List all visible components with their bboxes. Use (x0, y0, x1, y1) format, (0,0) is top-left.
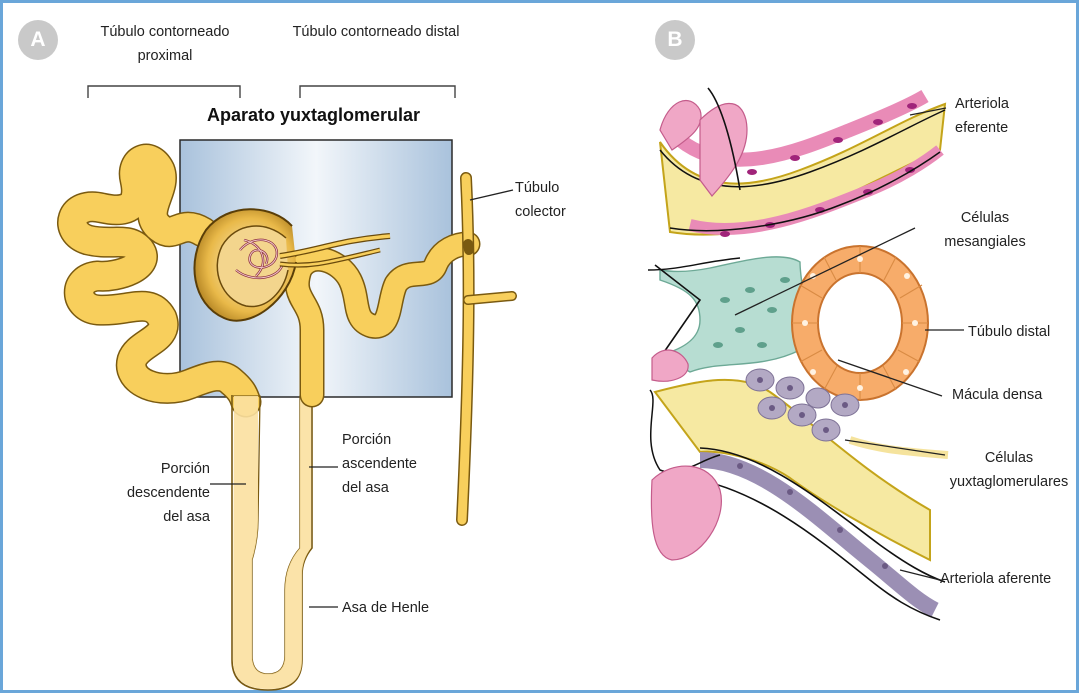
label-macula-densa: Mácula densa (952, 383, 1042, 407)
proximal-bracket (88, 86, 240, 98)
label-efferent-arteriole: Arteriola eferente (955, 92, 1035, 140)
label-collecting-tubule: Túbulo colector (515, 176, 585, 224)
distal-tubule-ring (792, 246, 928, 400)
collecting-duct (462, 178, 512, 520)
label-jg-cells: Células yuxtaglomerulares (940, 446, 1078, 494)
label-distal-tubule: Túbulo contorneado distal (290, 20, 462, 44)
pink-tissue-bottom (651, 466, 721, 560)
label-mesangial-cells: Células mesangiales (930, 206, 1040, 254)
distal-bracket (300, 86, 455, 98)
panel-title: Aparato yuxtaglomerular (207, 103, 420, 127)
panel-b-badge: B (655, 20, 695, 60)
label-loop-of-henle: Asa de Henle (342, 596, 429, 620)
label-descending-limb: Porción descendente del asa (120, 457, 210, 529)
label-distal-tubule-b: Túbulo distal (968, 320, 1050, 344)
label-ascending-limb: Porción ascendente del asa (342, 428, 432, 500)
loop-of-henle (232, 395, 312, 690)
panel-a-badge: A (18, 20, 58, 60)
label-afferent-arteriole: Arteriola aferente (940, 567, 1051, 591)
label-proximal-tubule: Túbulo contorneado proximal (80, 20, 250, 68)
